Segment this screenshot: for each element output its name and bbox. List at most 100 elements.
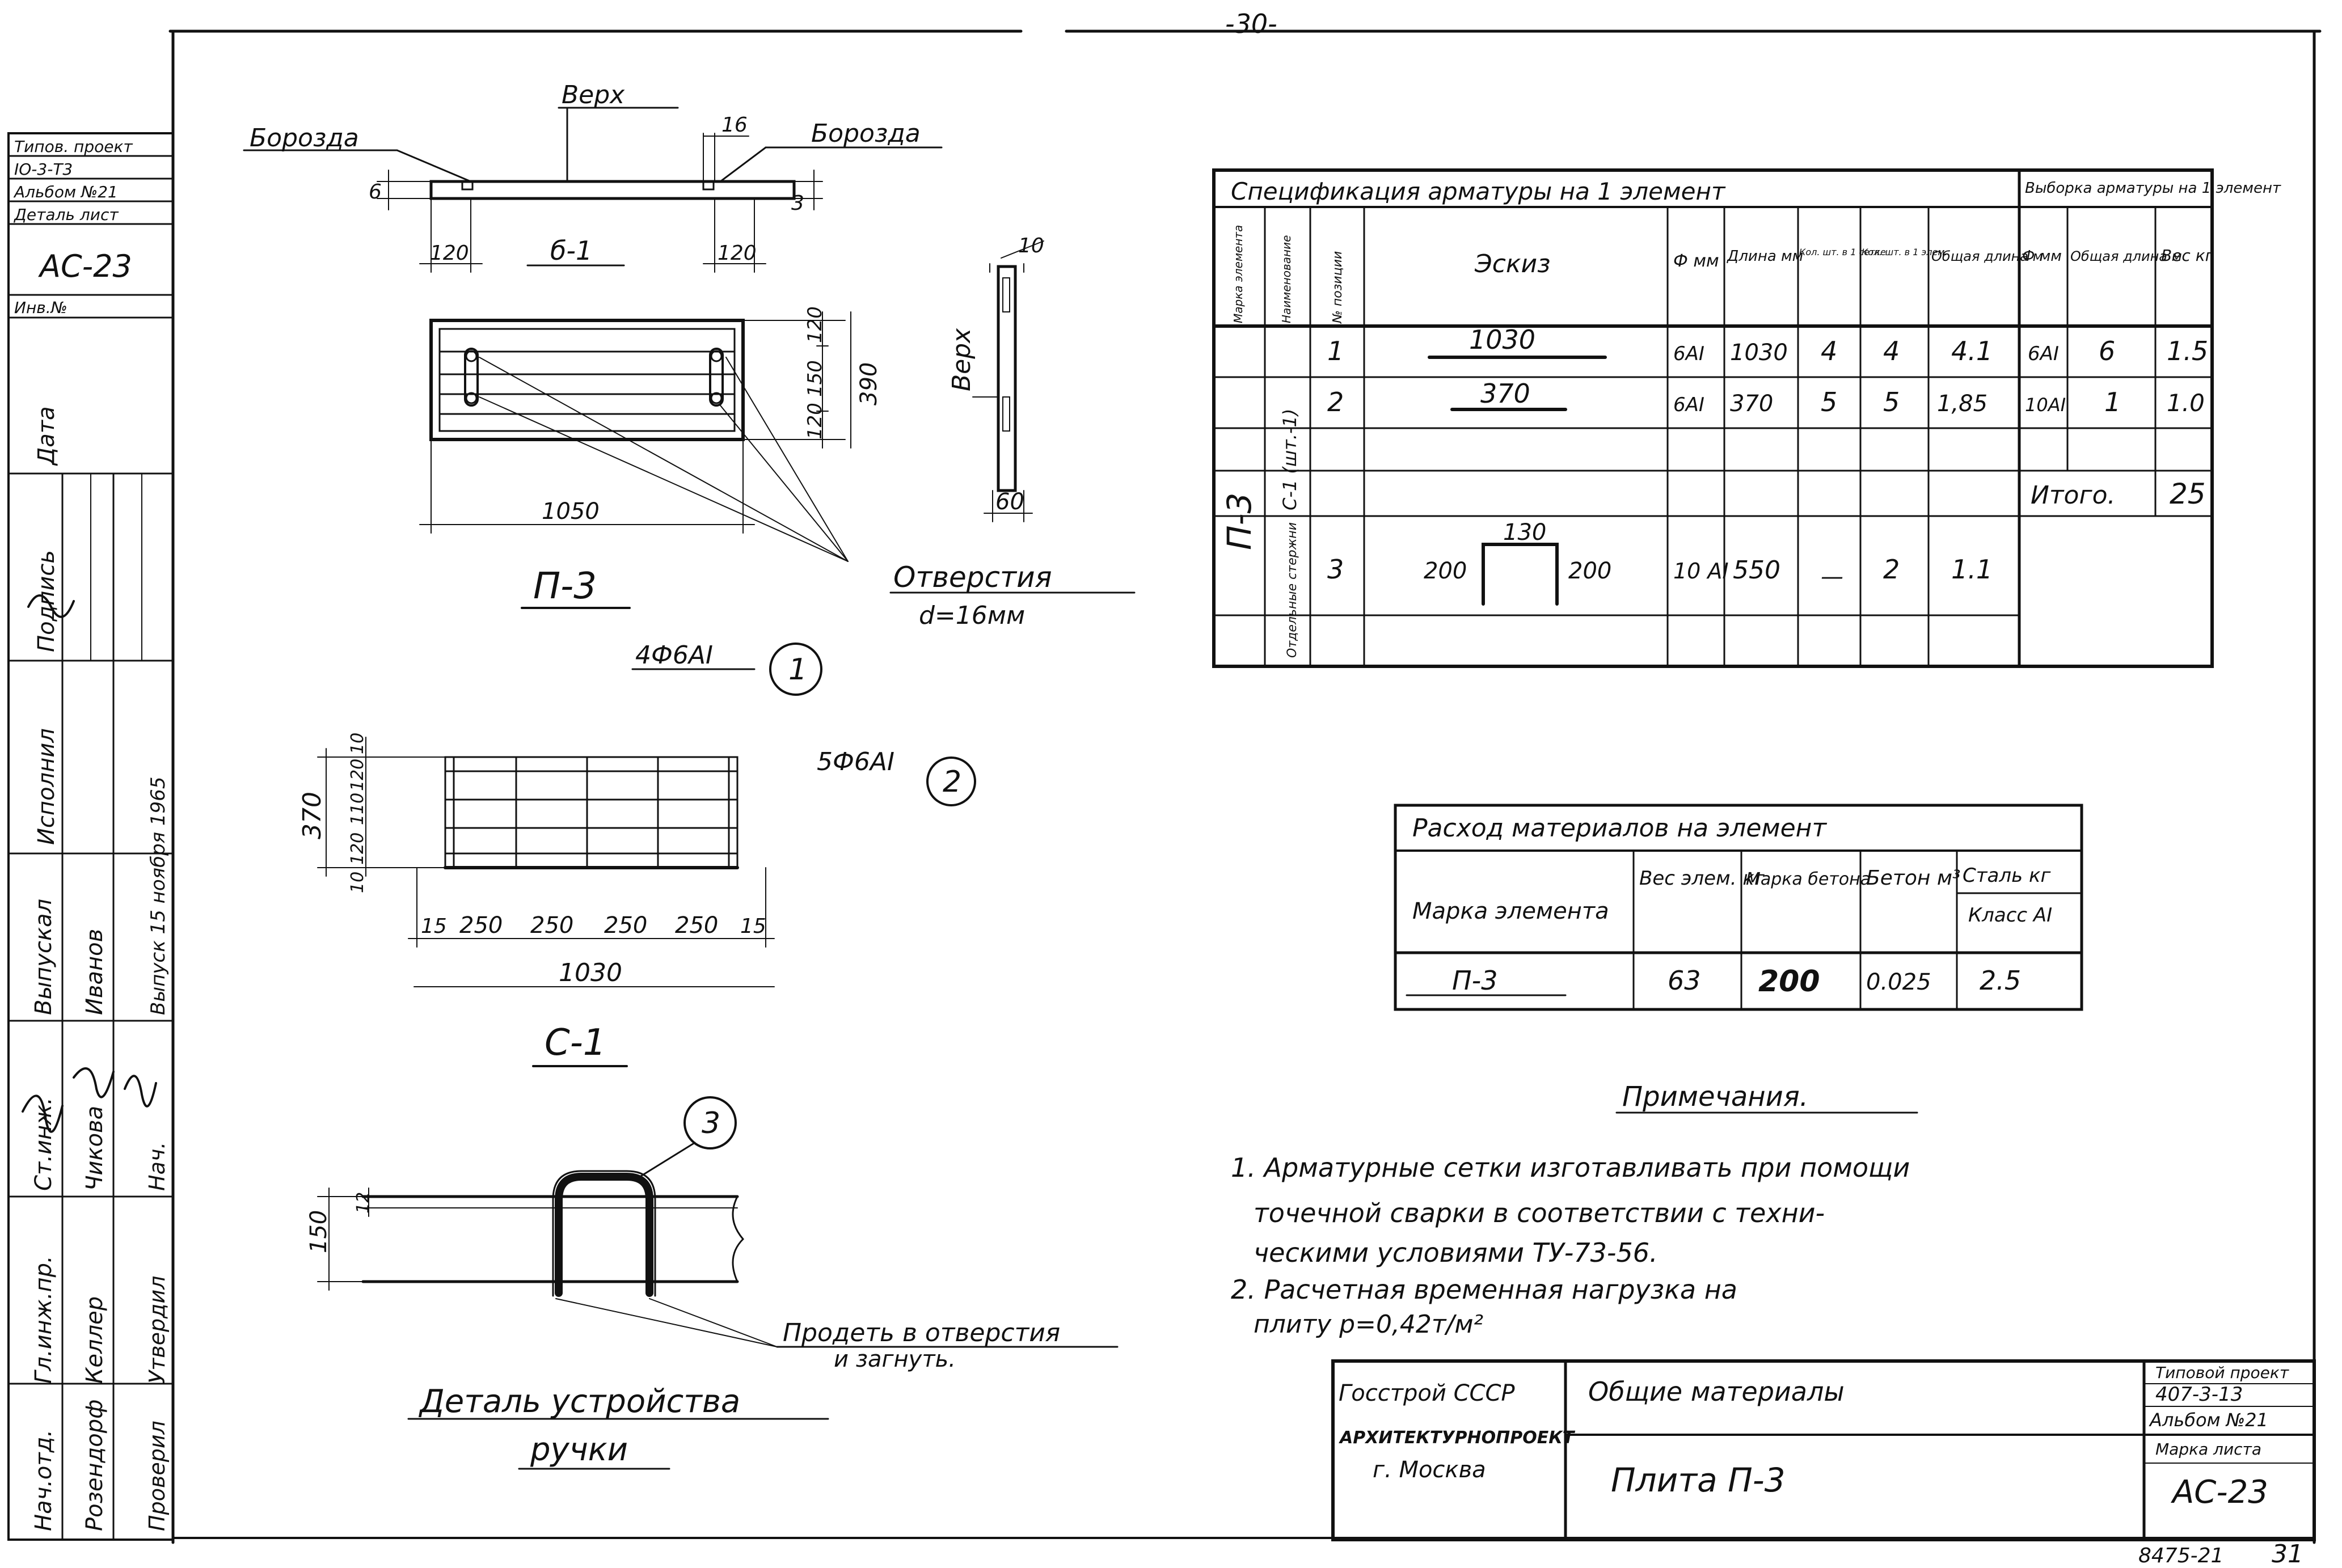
- strip-sig-1-1: Нач.отд.: [31, 1430, 57, 1531]
- notes-line-3: ческими условиями ТУ-73-56.: [1254, 1237, 1658, 1268]
- plate-dim-120-right: 120: [718, 242, 757, 265]
- spec-row1-sketch: 1030: [1469, 324, 1535, 355]
- strip-line-3: Альбом №21: [13, 183, 118, 201]
- section-dim-60: 60: [995, 489, 1024, 515]
- handle-title: Деталь устройства: [418, 1383, 740, 1420]
- spec-row3-qty-elem: 2: [1883, 554, 1900, 585]
- spec-row1-len: 1030: [1730, 340, 1788, 366]
- materials-h-grade: Марка бетона: [1746, 869, 1871, 889]
- spec-h-mark: Марка элемента: [1231, 225, 1245, 323]
- spec-row1-sel-total: 6: [2099, 336, 2115, 366]
- notes-line-4: 2. Расчетная временная нагрузка на: [1231, 1274, 1737, 1305]
- strip-signature-col-3: Проверил Утвердил Нач. Выпуск 15 ноября …: [145, 777, 170, 1531]
- strip-line-2: ІО-3-Т3: [14, 160, 73, 179]
- spec-h-name: Наименование: [1280, 235, 1293, 323]
- spec-h-len: Длина мм: [1727, 248, 1803, 265]
- strip-line-1: Типов. проект: [14, 137, 133, 156]
- spec-total-value: 25: [2170, 477, 2206, 510]
- hole-note: Отверстия: [893, 561, 1052, 594]
- notes-line-2: точечной сварки в соответствии с техни-: [1254, 1198, 1825, 1228]
- tb-project-1: Типовой проект: [2155, 1363, 2289, 1382]
- spec-row1-pos: 1: [1327, 336, 1344, 366]
- strip-sig-1-4: Выпускал: [31, 899, 57, 1015]
- spec-row3-pos: 3: [1327, 554, 1344, 585]
- strip-sig-3-4: Выпуск 15 ноября 1965: [147, 777, 170, 1015]
- tb-sheet-code: АС-23: [2171, 1474, 2268, 1511]
- spec-h-sketch: Эскиз: [1474, 250, 1550, 278]
- strip-line-4: Деталь лист: [13, 205, 119, 224]
- spec-row3-dia: 10 АІ: [1673, 559, 1729, 584]
- spec-row3-total: 1.1: [1951, 554, 1993, 585]
- tb-org-3: г. Москва: [1373, 1457, 1486, 1483]
- materials-title: Расход материалов на элемент: [1412, 814, 1827, 843]
- spec-h-pos: № позиции: [1331, 251, 1345, 324]
- mesh-dim-v-4: 120: [348, 759, 368, 791]
- materials-row-steel: 2.5: [1980, 965, 2021, 996]
- spec-h-qty-mesh: Кол. шт. в 1 сетке: [1799, 247, 1886, 257]
- plate-dim-120-bottom: 120: [804, 403, 826, 439]
- notes: Примечания. 1. Арматурные сетки изготавл…: [1231, 1081, 1918, 1339]
- notes-line-1: 1. Арматурные сетки изготавливать при по…: [1231, 1152, 1910, 1183]
- strip-sheet-code: АС-23: [38, 248, 132, 284]
- tb-project-4: Марка листа: [2155, 1440, 2261, 1459]
- strip-side-labels: Исполнил Подпись Дата: [33, 406, 60, 845]
- spec-row1-qty-elem: 4: [1883, 336, 1900, 366]
- spec-h-sel-dia: Ф мм: [2022, 248, 2062, 265]
- plate-dim-120-left: 120: [430, 242, 469, 265]
- strip-sig-3-1: Проверил: [145, 1421, 170, 1531]
- materials-h-weight: Вес элем. кг: [1639, 867, 1765, 890]
- materials-h-class: Класс АІ: [1968, 904, 2052, 927]
- handle-title-2: ручки: [530, 1431, 628, 1468]
- spec-row3-qty-mesh: —: [1821, 564, 1843, 590]
- tb-subject: Плита П-3: [1611, 1461, 1786, 1499]
- materials-row-grade: 200: [1758, 965, 1820, 999]
- handle-dim-150: 150: [306, 1210, 332, 1253]
- spec-row2-sel-total: 1: [2104, 387, 2121, 417]
- spec-row2-weight: 1.0: [2167, 389, 2205, 417]
- spec-row2-pos: 2: [1327, 387, 1344, 417]
- mesh-dim-h-1: 15: [421, 915, 447, 938]
- spec-row2-dia: 6АІ: [1673, 394, 1704, 416]
- spec-h-total: Общая длина м: [1931, 248, 2043, 264]
- materials-h-mark: Марка элемента: [1412, 898, 1609, 924]
- plate-drawing: Верх Борозда Борозда 16 6 3 120 120 б-1: [243, 81, 1136, 696]
- strip-signature-col-2: Розендорф Келлер Чикова Иванов: [82, 929, 108, 1531]
- spec-selection-title: Выборка арматуры на 1 элемент: [2025, 180, 2281, 197]
- handle-note: Продеть в отверстия: [783, 1318, 1060, 1347]
- tb-project-3: Альбом №21: [2149, 1409, 2268, 1431]
- plate-bar-callout-num: 1: [788, 653, 807, 687]
- mesh-dim-h-6: 15: [740, 915, 766, 938]
- spec-total-label: Итого.: [2031, 481, 2116, 510]
- strip-sig-3-3: Нач.: [145, 1142, 170, 1191]
- mesh-dim-v-5: 10: [348, 733, 368, 754]
- spec-row2-len: 370: [1730, 391, 1773, 417]
- strip-signature-col-1: Нач.отд. Гл.инж.пр. Ст.инж. Выпускал: [31, 899, 57, 1531]
- mesh-dim-total: 1030: [559, 958, 622, 987]
- strip-side-3: Дата: [33, 406, 60, 466]
- notes-line-5: плиту р=0,42т/м²: [1254, 1310, 1483, 1339]
- spec-table: Спецификация арматуры на 1 элемент Выбор…: [1212, 168, 2281, 668]
- strip-sig-2-3: Чикова: [82, 1106, 108, 1191]
- page-number: -30-: [1225, 9, 1277, 39]
- strip-signatures-scribbles: [22, 594, 157, 1133]
- mesh-dim-h-3: 250: [530, 912, 573, 939]
- plate-dim-16: 16: [721, 113, 748, 137]
- plate-dim-1050: 1050: [542, 498, 600, 525]
- spec-row1-total: 4.1: [1951, 336, 1993, 366]
- tb-heading: Общие материалы: [1588, 1376, 1845, 1407]
- strip-line-6: Инв.№: [14, 298, 67, 317]
- mesh-dim-h-4: 250: [604, 912, 647, 939]
- materials-row-weight: 63: [1668, 965, 1701, 996]
- left-stamp-strip: Типов. проект ІО-3-Т3 Альбом №21 Деталь …: [7, 132, 174, 1541]
- plate-bar-callout: 4Ф6АІ: [635, 641, 713, 670]
- spec-row3-sketch-left: 200: [1424, 558, 1467, 584]
- spec-row1-qty-mesh: 4: [1821, 336, 1837, 366]
- plate-label-groove-left: Борозда: [250, 124, 359, 153]
- plate-bar-label: б-1: [550, 235, 592, 266]
- materials-row-mark: П-3: [1452, 965, 1497, 996]
- hole-note-2: d=16мм: [919, 601, 1025, 630]
- plate-dim-60-small: 6: [369, 180, 382, 204]
- handle-callout-num: 3: [702, 1106, 720, 1140]
- plate-dim-390: 390: [856, 362, 882, 405]
